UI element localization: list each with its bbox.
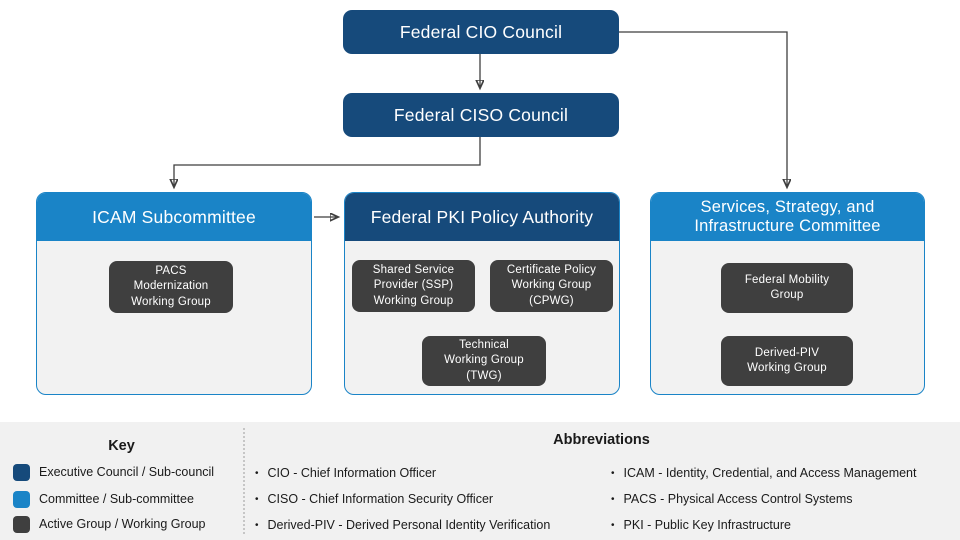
key-item-working-group: Active Group / Working Group xyxy=(13,515,206,533)
key-item-label: Committee / Sub-committee xyxy=(39,492,194,506)
connector-ciso-to-icam xyxy=(174,137,481,186)
abbreviation-text: CIO - Chief Information Officer xyxy=(267,466,437,480)
node-federal-mobility-group: Federal Mobility Group xyxy=(721,263,853,313)
abbreviation-icam: ICAM - Identity, Credential, and Access … xyxy=(611,466,917,481)
bullet-icon xyxy=(255,518,259,532)
node-icam-subcommittee: ICAM Subcommittee PACS Modernization Wor… xyxy=(36,192,312,395)
node-certificate-policy-working-group: Certificate Policy Working Group (CPWG) xyxy=(490,260,613,312)
abbreviation-derived-piv: Derived-PIV - Derived Personal Identity … xyxy=(255,518,551,533)
bullet-icon xyxy=(611,518,615,532)
key-item-label: Executive Council / Sub-council xyxy=(39,465,215,479)
node-services-strategy-infrastructure-committee: Services, Strategy, and Infrastructure C… xyxy=(650,192,925,395)
node-federal-cio-council: Federal CIO Council xyxy=(343,10,619,54)
abbreviation-pacs: PACS - Physical Access Control Systems xyxy=(611,492,916,507)
icam-subcommittee-title: ICAM Subcommittee xyxy=(37,193,311,241)
abbreviation-text: Derived-PIV - Derived Personal Identity … xyxy=(267,518,551,532)
bullet-icon xyxy=(255,466,259,480)
node-derived-piv-working-group: Derived-PIV Working Group xyxy=(721,336,853,386)
connector-cio-to-ssi xyxy=(619,31,787,186)
legend-footer: Key Executive Council / Sub-council Comm… xyxy=(0,422,960,540)
committee-swatch xyxy=(13,490,30,508)
abbreviations-column-right: ICAM - Identity, Credential, and Access … xyxy=(611,466,917,540)
working-group-swatch xyxy=(13,515,30,533)
abbreviation-text: ICAM - Identity, Credential, and Access … xyxy=(623,466,917,480)
executive-council-swatch xyxy=(13,463,30,481)
key-item-label: Active Group / Working Group xyxy=(39,517,206,531)
abbreviation-pki: PKI - Public Key Infrastructure xyxy=(611,518,916,533)
federal-pki-policy-authority-title: Federal PKI Policy Authority xyxy=(345,193,619,241)
node-technical-working-group: Technical Working Group (TWG) xyxy=(422,336,546,386)
node-federal-ciso-council: Federal CISO Council xyxy=(343,93,619,137)
key-item-executive-council: Executive Council / Sub-council xyxy=(13,463,214,481)
abbreviation-text: PKI - Public Key Infrastructure xyxy=(623,518,791,532)
key-title: Key xyxy=(108,438,135,454)
abbreviation-text: CISO - Chief Information Security Office… xyxy=(267,492,494,506)
bullet-icon xyxy=(255,492,259,506)
abbreviation-ciso: CISO - Chief Information Security Office… xyxy=(255,492,550,507)
abbreviation-text: PACS - Physical Access Control Systems xyxy=(623,492,853,506)
abbreviations-column-left: CIO - Chief Information Officer CISO - C… xyxy=(255,466,551,540)
node-shared-service-provider-working-group: Shared Service Provider (SSP) Working Gr… xyxy=(352,260,475,312)
bullet-icon xyxy=(611,466,615,480)
section-divider xyxy=(243,428,245,534)
bullet-icon xyxy=(611,492,615,506)
abbreviations-title: Abbreviations xyxy=(553,432,650,448)
node-federal-pki-policy-authority: Federal PKI Policy Authority Shared Serv… xyxy=(344,192,620,395)
services-strategy-infrastructure-title: Services, Strategy, and Infrastructure C… xyxy=(651,193,924,241)
key-item-committee: Committee / Sub-committee xyxy=(13,490,194,508)
abbreviation-cio: CIO - Chief Information Officer xyxy=(255,466,550,481)
node-pacs-modernization-working-group: PACS Modernization Working Group xyxy=(109,261,233,313)
